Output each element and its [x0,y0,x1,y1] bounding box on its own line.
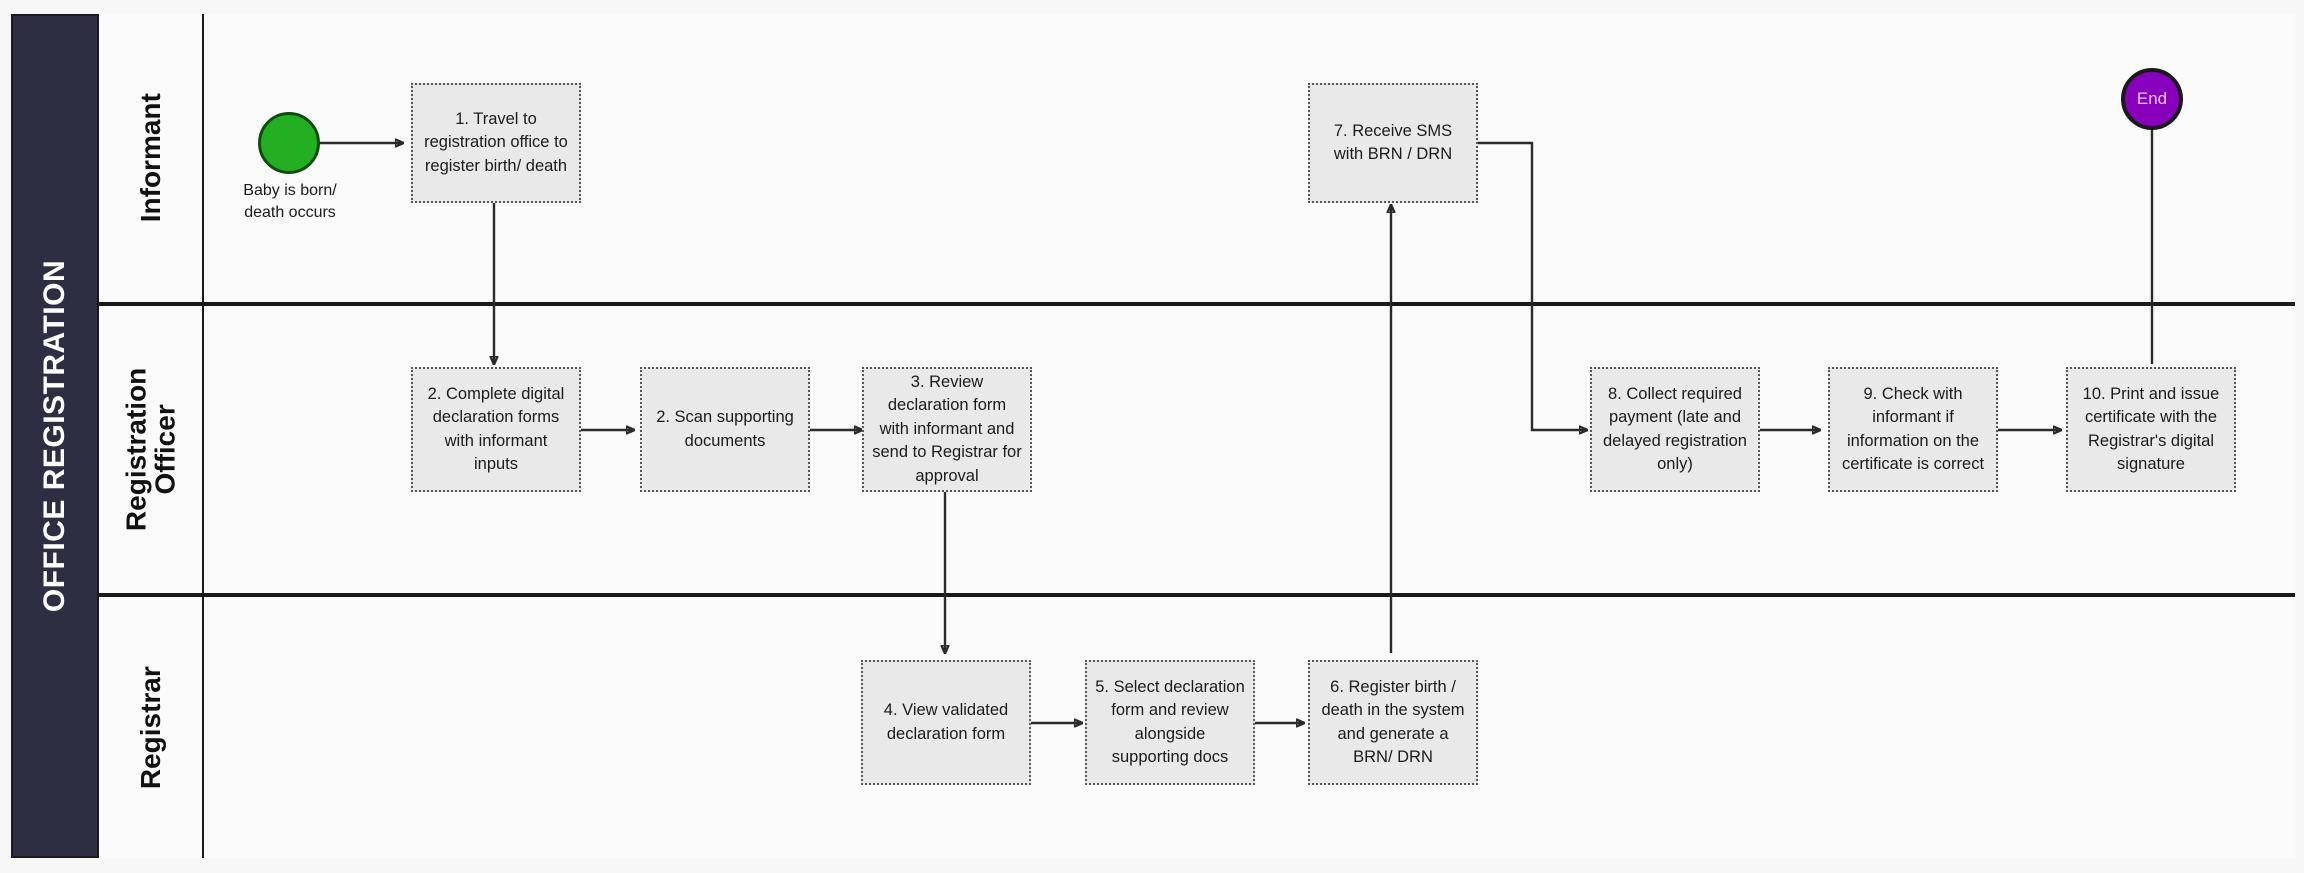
task-1-travel-to-registration-office[interactable]: 1. Travel to registration office to regi… [411,83,581,203]
task-6-register-birth-death-generate-brn-drn[interactable]: 6. Register birth / death in the system … [1308,660,1478,785]
task-9-check-with-informant-certificate-correct[interactable]: 9. Check with informant if information o… [1828,367,1998,492]
start-event-caption: Baby is born/ death occurs [243,182,337,221]
pool-title-band: OFFICE REGISTRATION [11,14,99,858]
pool-title-label: OFFICE REGISTRATION [38,259,71,613]
lane-header-registration-officer: Registration Officer [99,306,204,593]
task-5-select-declaration-form[interactable]: 5. Select declaration form and review al… [1085,660,1255,785]
task-7-receive-sms-with-brn-drn[interactable]: 7. Receive SMS with BRN / DRN [1308,83,1478,203]
lane-label-informant: Informant [134,93,166,223]
start-event[interactable] [258,112,320,174]
task-4-view-validated-declaration-form[interactable]: 4. View validated declaration form [861,660,1031,785]
task-2-scan-supporting-documents[interactable]: 2. Scan supporting documents [640,367,810,492]
task-3-review-declaration-form[interactable]: 3. Review declaration form with informan… [862,367,1032,492]
end-event-label: End [2136,89,2168,108]
task-8-collect-required-payment[interactable]: 8. Collect required payment (late and de… [1590,367,1760,492]
end-event[interactable]: End [2121,68,2183,130]
lane-header-informant: Informant [99,14,204,302]
lane-header-registrar: Registrar [99,597,204,858]
task-10-print-and-issue-certificate[interactable]: 10. Print and issue certificate with the… [2066,367,2236,492]
lane-label-registration-officer: Registration Officer [120,367,181,532]
lane-label-registrar: Registrar [134,666,166,789]
task-2-complete-digital-declaration-forms[interactable]: 2. Complete digital declaration forms wi… [411,367,581,492]
